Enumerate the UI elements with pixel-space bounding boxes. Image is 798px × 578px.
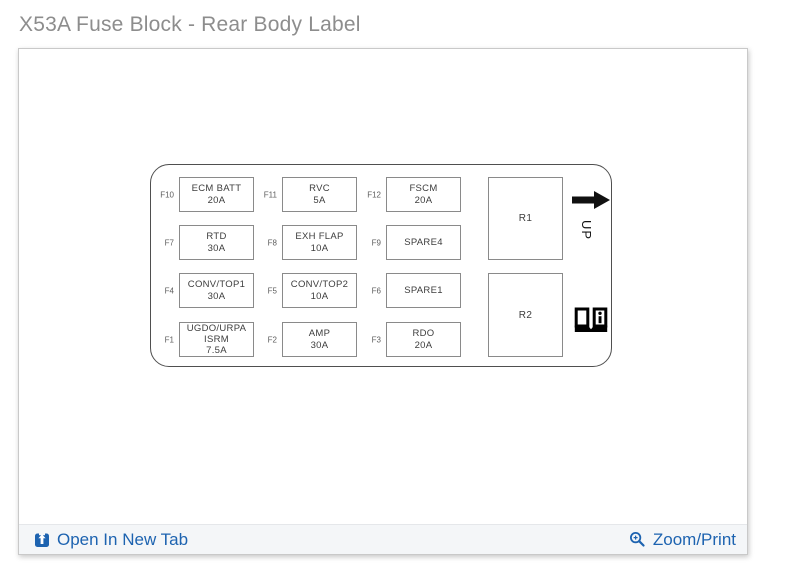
fuse-name: EXH FLAP <box>295 231 344 243</box>
fuse-amp: 30A <box>310 339 329 351</box>
right-arrow-icon <box>572 191 610 209</box>
fuse-f3: F3 RDO 20A <box>372 322 461 357</box>
fuse-id-label: F9 <box>371 238 381 247</box>
fuse-f4: F4 CONV/TOP1 30A <box>165 273 254 308</box>
fuse-id-label: F10 <box>160 190 174 199</box>
page-title: X53A Fuse Block - Rear Body Label <box>19 13 361 36</box>
fuse-f2: F2 AMP 30A <box>268 322 357 357</box>
diagram-canvas: F10 ECM BATT 20A F11 RVC 5A F12 FSCM 20A <box>19 49 747 524</box>
fuse-f9: F9 SPARE4 <box>372 225 461 260</box>
fuse-f12: F12 FSCM 20A <box>367 177 461 212</box>
fuse-f10: F10 ECM BATT 20A <box>160 177 254 212</box>
fuse-f1: F1 UGDO/URPA ISRM 7.5A <box>165 322 254 357</box>
fuse-amp: 30A <box>207 242 226 254</box>
fuse-amp: 20A <box>414 194 433 206</box>
manual-book-icon <box>574 307 608 332</box>
fuse-f8: F8 EXH FLAP 10A <box>268 225 357 260</box>
fuse-id-label: F11 <box>263 190 277 199</box>
fuse-box: AMP 30A <box>282 322 357 357</box>
viewer-toolbar: Open In New Tab Zoom/Print <box>19 524 747 554</box>
fuse-name: RVC <box>309 183 330 195</box>
zoom-print-label: Zoom/Print <box>652 530 736 549</box>
fuse-f6: F6 SPARE1 <box>372 273 461 308</box>
fuse-name: SPARE1 <box>404 284 443 296</box>
fuse-id-label: F5 <box>267 286 277 295</box>
fuse-id-label: F1 <box>164 335 174 344</box>
fuse-box: CONV/TOP2 10A <box>282 273 357 308</box>
diagram-panel: F10 ECM BATT 20A F11 RVC 5A F12 FSCM 20A <box>18 48 748 555</box>
fuse-amp: 20A <box>414 339 433 351</box>
fuse-name: RDO <box>412 328 435 340</box>
zoom-icon <box>629 531 645 547</box>
fuse-box: CONV/TOP1 30A <box>179 273 254 308</box>
fuse-name: SPARE4 <box>404 236 443 248</box>
fuse-amp: 5A <box>313 194 326 206</box>
fuse-amp: 20A <box>207 194 226 206</box>
fuse-box: FSCM 20A <box>386 177 461 212</box>
fuse-box: EXH FLAP 10A <box>282 225 357 260</box>
fuse-id-label: F8 <box>267 238 277 247</box>
fuse-box: SPARE4 <box>386 225 461 260</box>
fuse-id-label: F2 <box>267 335 277 344</box>
fuse-amp: 10A <box>310 242 329 254</box>
fuse-name: FSCM <box>409 183 438 195</box>
relay-r2: R2 <box>488 273 563 357</box>
fuse-box: ECM BATT 20A <box>179 177 254 212</box>
fuse-name: ECM BATT <box>191 183 242 195</box>
fuse-id-label: F4 <box>164 286 174 295</box>
fuse-name: RTD <box>206 231 227 243</box>
fuse-id-label: F7 <box>164 238 174 247</box>
open-in-new-tab-link[interactable]: Open In New Tab <box>34 531 188 548</box>
fuse-id-label: F12 <box>367 190 381 199</box>
fuse-amp: 10A <box>310 290 329 302</box>
fuse-box: RTD 30A <box>179 225 254 260</box>
fuse-block-outline: F10 ECM BATT 20A F11 RVC 5A F12 FSCM 20A <box>150 164 612 367</box>
relay-r1: R1 <box>488 177 563 260</box>
fuse-box: RDO 20A <box>386 322 461 357</box>
fuse-amp: 30A <box>207 290 226 302</box>
fuse-name: CONV/TOP1 <box>187 279 246 291</box>
fuse-f5: F5 CONV/TOP2 10A <box>268 273 357 308</box>
fuse-box: RVC 5A <box>282 177 357 212</box>
fuse-id-label: F3 <box>371 335 381 344</box>
fuse-f7: F7 RTD 30A <box>165 225 254 260</box>
fuse-box: SPARE1 <box>386 273 461 308</box>
fuse-f11: F11 RVC 5A <box>264 177 357 212</box>
fuse-name: CONV/TOP2 <box>290 279 349 291</box>
fuse-amp: 7.5A <box>206 345 227 357</box>
open-in-new-tab-label: Open In New Tab <box>57 530 189 549</box>
fuse-id-label: F6 <box>371 286 381 295</box>
open-in-new-tab-icon <box>35 531 49 547</box>
fuse-name: AMP <box>308 328 331 340</box>
zoom-print-link[interactable]: Zoom/Print <box>629 531 736 548</box>
up-orientation-label: UP <box>579 219 594 241</box>
fuse-name: UGDO/URPA ISRM <box>186 322 247 345</box>
fuse-box: UGDO/URPA ISRM 7.5A <box>179 322 254 357</box>
